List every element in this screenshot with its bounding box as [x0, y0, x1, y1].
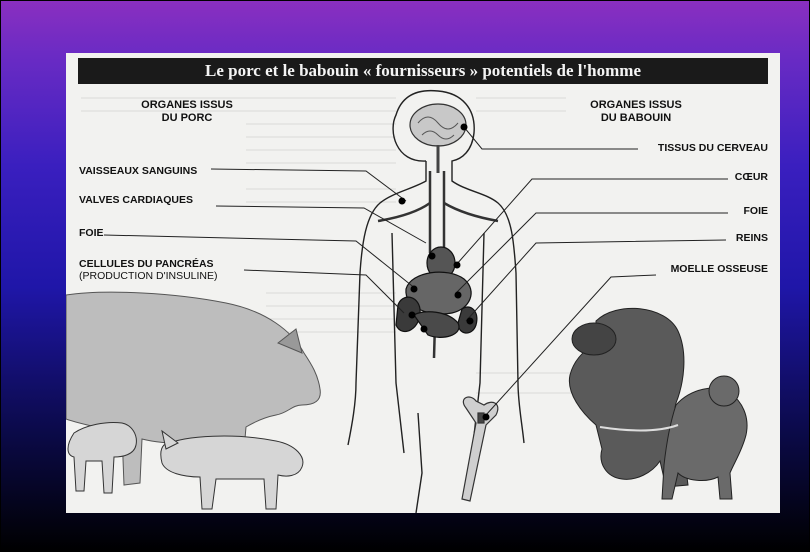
- pig-organs-header: ORGANES ISSUS DU PORC: [128, 99, 246, 125]
- label-pig-liver: FOIE: [79, 227, 104, 239]
- figure-title: Le porc et le babouin « fournisseurs » p…: [78, 58, 768, 84]
- label-brain-tissue: TISSUS DU CERVEAU: [658, 142, 768, 154]
- baboon-illustrations: [569, 308, 747, 499]
- label-bone-marrow: MOELLE OSSEUSE: [671, 263, 768, 275]
- label-pancreas-cells-text: CELLULES DU PANCRÉAS: [79, 258, 218, 270]
- baboon-organs-header-line-2: DU BABOUIN: [571, 112, 701, 125]
- pig-organs-header-line-1: ORGANES ISSUS: [128, 99, 246, 112]
- label-insulin-production: (PRODUCTION D'INSULINE): [79, 270, 218, 282]
- xenotransplant-figure: Le porc et le babouin « fournisseurs » p…: [66, 53, 780, 513]
- label-blood-vessels: VAISSEAUX SANGUINS: [79, 165, 197, 177]
- label-heart-valves: VALVES CARDIAQUES: [79, 194, 193, 206]
- label-baboon-liver: FOIE: [743, 205, 768, 217]
- organ-illustrations: [396, 247, 477, 337]
- pig-organs-header-line-2: DU PORC: [128, 112, 246, 125]
- baboon-organs-header-line-1: ORGANES ISSUS: [571, 99, 701, 112]
- brain-illustration: [410, 104, 466, 173]
- label-pancreas-cells: CELLULES DU PANCRÉAS (PRODUCTION D'INSUL…: [79, 258, 218, 282]
- label-kidneys: REINS: [736, 232, 768, 244]
- label-heart: CŒUR: [735, 171, 768, 183]
- baboon-organs-header: ORGANES ISSUS DU BABOUIN: [571, 99, 701, 125]
- bone-marrow-illustration: [462, 397, 498, 501]
